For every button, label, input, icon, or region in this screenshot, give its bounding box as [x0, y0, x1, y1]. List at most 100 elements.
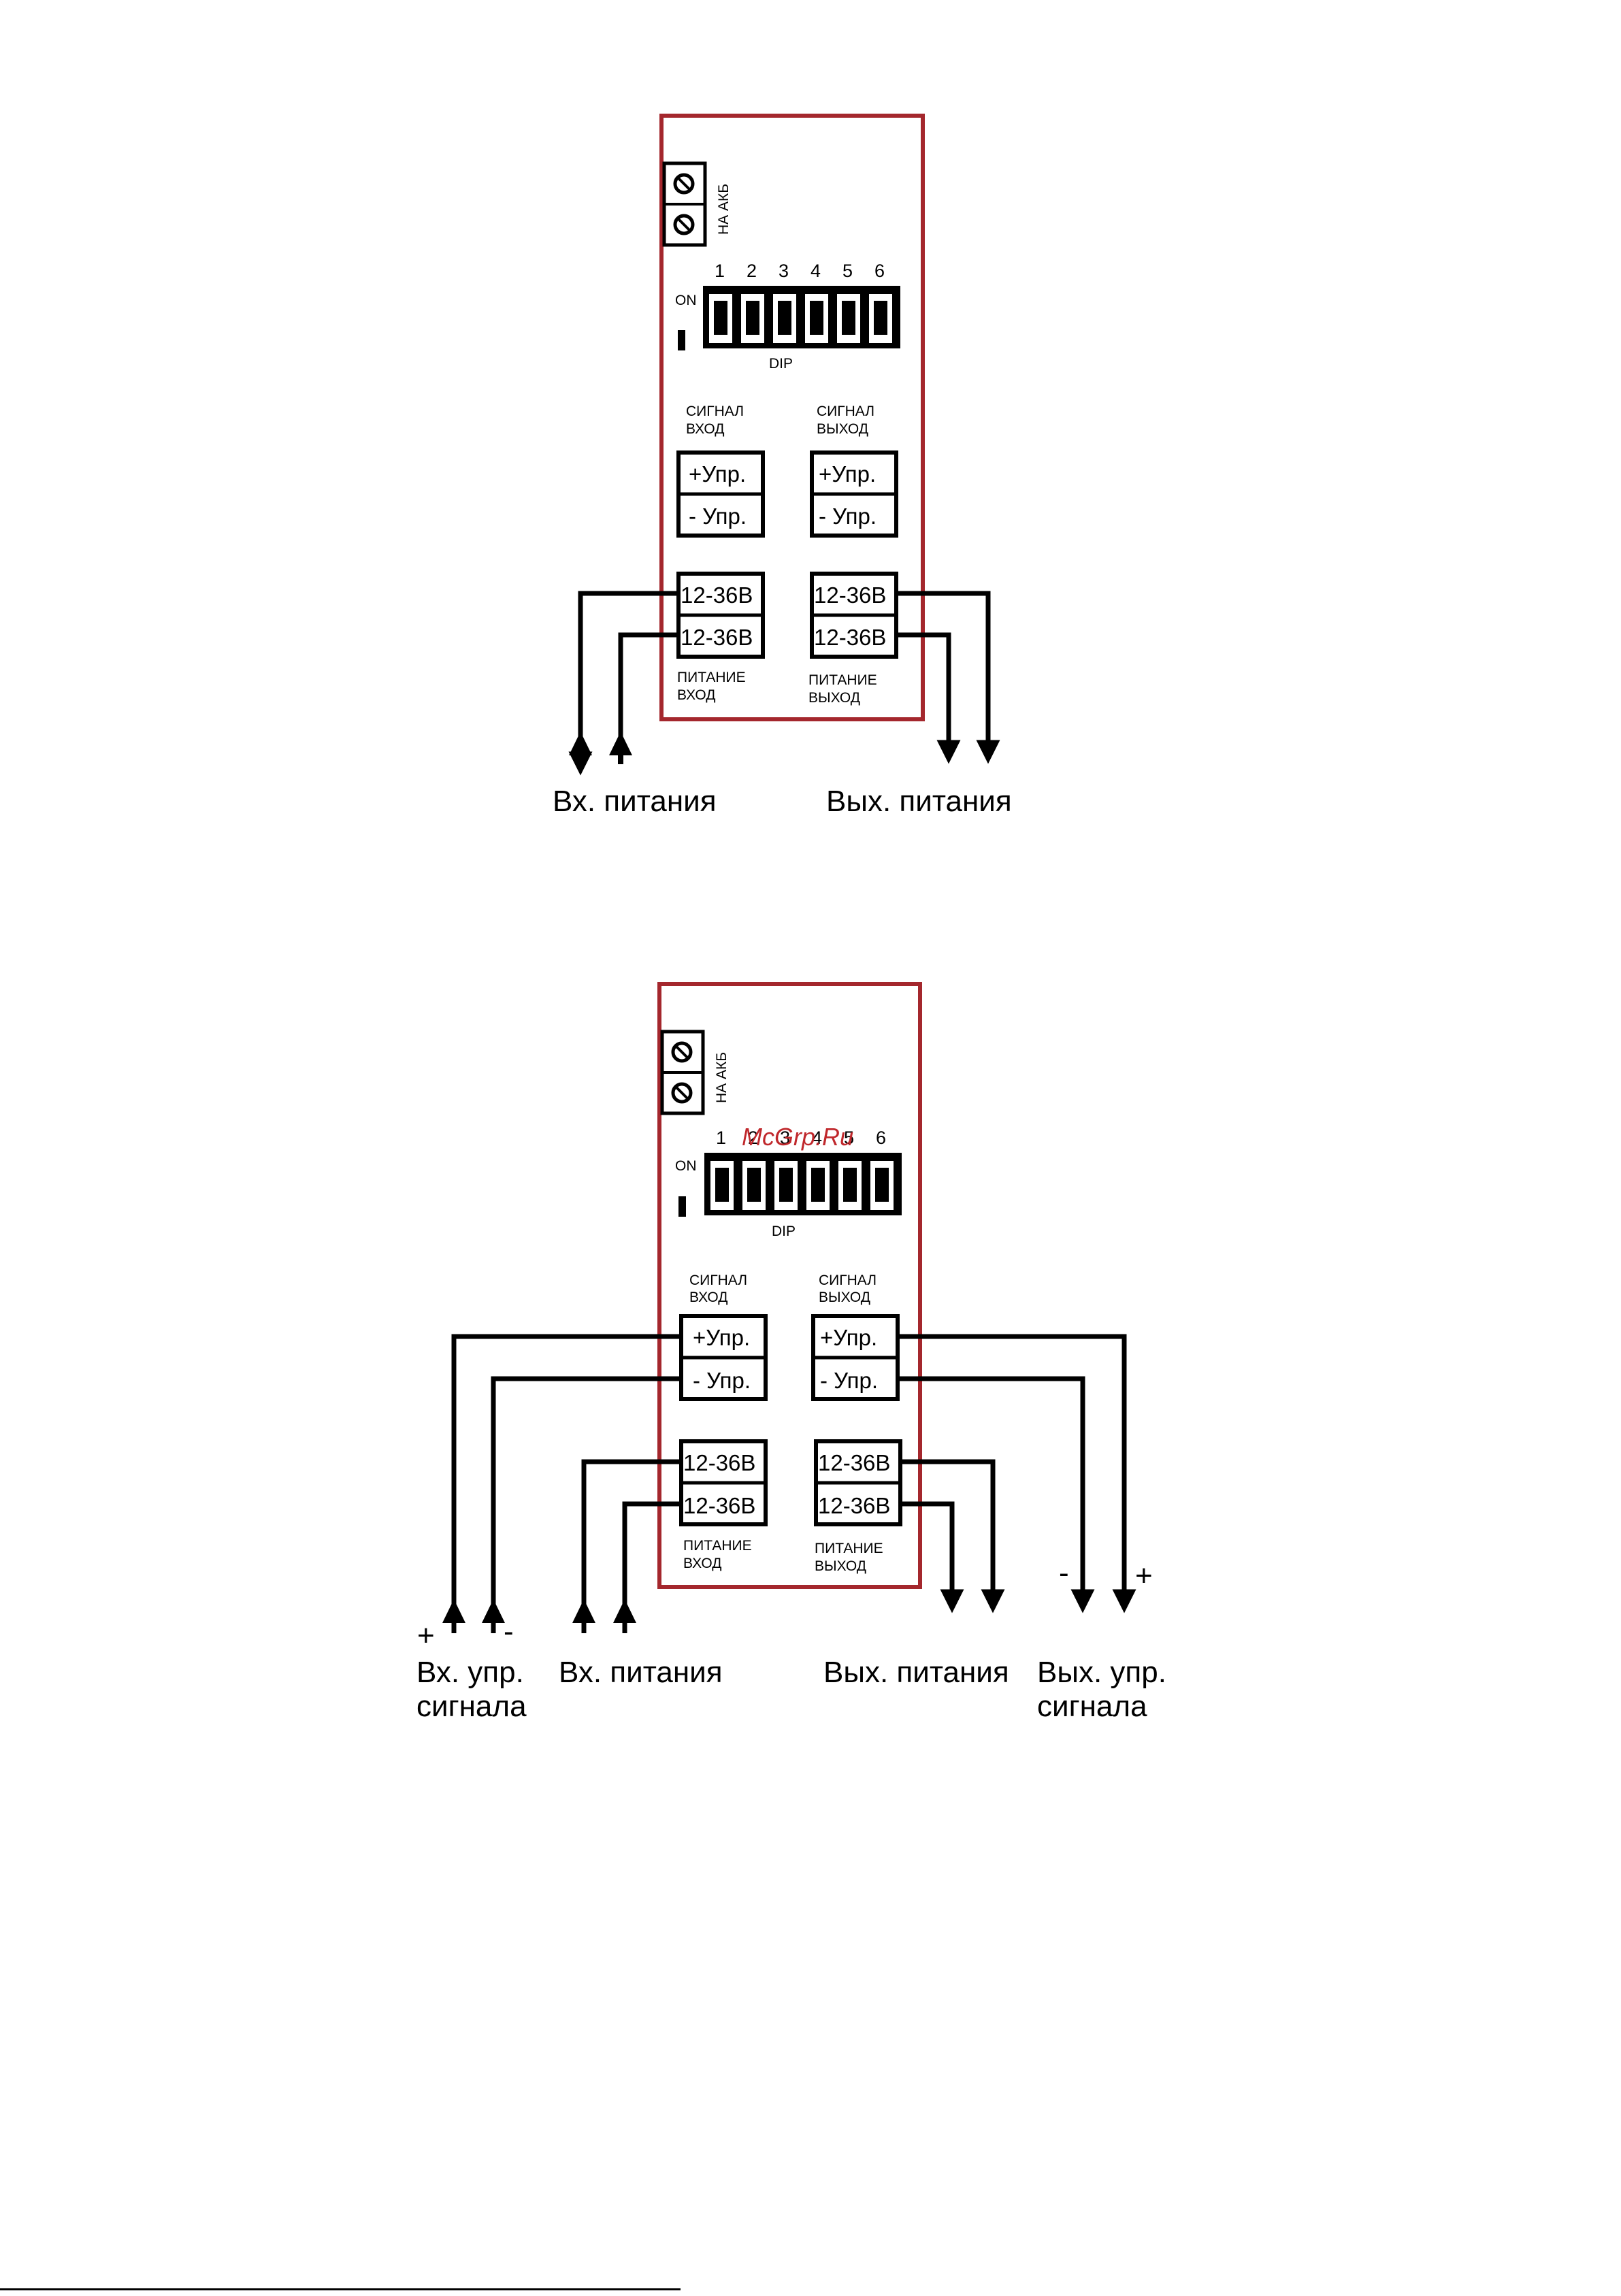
ctrl-plus-out-label: +Упр. — [820, 1325, 877, 1350]
power-out-wire — [900, 1501, 964, 1613]
sig-in-plus-sign: + — [417, 1619, 435, 1652]
dip-number: 3 — [780, 1128, 790, 1148]
power-in-label: ВХОД — [677, 687, 716, 703]
power-in-wire — [618, 632, 678, 764]
dip-switch: ON 1 2 3 4 5 6 — [675, 1128, 902, 1239]
battery-label: НА АКБ — [714, 1052, 730, 1103]
power-term-label: 12-36В — [681, 625, 753, 650]
dip-number: 1 — [716, 1128, 726, 1148]
signal-in-wire — [451, 1334, 681, 1633]
signal-in-terminal: +Упр. - Упр. — [679, 1314, 768, 1401]
dip-number: 3 — [779, 261, 789, 281]
power-term-label: 12-36В — [683, 1450, 755, 1475]
signal-out-caption: сигнала — [1037, 1690, 1147, 1723]
dip-on-label: ON — [675, 1158, 697, 1174]
signal-out-terminal: +Упр. - Упр. — [811, 1314, 900, 1401]
battery-terminal: НА АКБ — [660, 1030, 730, 1115]
signal-out-label: СИГНАЛ — [817, 404, 874, 419]
screw-icon — [671, 1082, 693, 1104]
power-term-label: 12-36В — [814, 625, 886, 650]
dip-number: 5 — [842, 261, 853, 281]
signal-out-caption: Вых. упр. — [1037, 1656, 1166, 1689]
ctrl-minus-out-label: - Упр. — [820, 1368, 878, 1393]
ctrl-minus-label: - Упр. — [689, 504, 747, 529]
diagram-2: НА АКБ ON 1 2 3 — [416, 982, 1166, 1723]
arrow-up-icon — [609, 732, 632, 755]
dip-label: DIP — [772, 1224, 796, 1239]
signal-out-wire — [898, 1376, 1095, 1613]
power-term-label: 12-36В — [814, 583, 886, 608]
ctrl-plus-label: +Упр. — [693, 1325, 750, 1350]
power-in-terminal: 12-36В 12-36В — [679, 1439, 768, 1526]
arrow-up-icon — [569, 732, 592, 755]
signal-in-label: СИГНАЛ — [686, 404, 744, 419]
power-out-wire — [896, 632, 961, 764]
battery-label: НА АКБ — [716, 184, 732, 235]
power-in-label: ПИТАНИЕ — [677, 670, 746, 685]
power-in-wire — [581, 1459, 681, 1633]
power-out-label: ПИТАНИЕ — [815, 1541, 883, 1556]
signal-in-label: ВХОД — [689, 1290, 728, 1305]
dip-on-label: ON — [675, 293, 697, 308]
signal-in-label: ВХОД — [686, 421, 725, 437]
diagram-1: НА АКБ ON 1 2 — [553, 114, 1012, 818]
dip-number: 4 — [810, 261, 821, 281]
screw-icon — [673, 173, 695, 195]
power-in-caption: Вх. питания — [553, 785, 717, 818]
power-in-caption: Вх. питания — [559, 1656, 723, 1689]
signal-out-label: ВЫХОД — [819, 1290, 870, 1305]
power-out-label: ПИТАНИЕ — [808, 672, 877, 688]
device-case — [659, 114, 925, 721]
watermark: McGrp.Ru — [742, 1123, 853, 1151]
power-out-terminal: 12-36В 12-36В — [810, 572, 898, 659]
device-case — [657, 982, 922, 1589]
power-out-terminal: 12-36В 12-36В — [814, 1439, 902, 1526]
sig-out-minus-sign: - — [1059, 1556, 1069, 1590]
power-in-label: ПИТАНИЕ — [683, 1538, 752, 1554]
sig-out-plus-sign: + — [1135, 1559, 1153, 1592]
power-in-wire — [622, 1501, 681, 1633]
sig-in-minus-sign: - — [504, 1615, 514, 1648]
signal-in-caption: сигнала — [416, 1690, 527, 1723]
arrow-up-icon — [442, 1599, 465, 1623]
signal-out-wire — [898, 1334, 1136, 1613]
power-term-label: 12-36В — [818, 1493, 890, 1518]
signal-in-terminal: +Упр. - Упр. — [676, 450, 765, 538]
signal-in-caption: Вх. упр. — [416, 1656, 524, 1689]
power-out-wire — [900, 1459, 1005, 1613]
dip-number: 4 — [812, 1128, 822, 1148]
signal-in-label: СИГНАЛ — [689, 1273, 747, 1288]
power-out-caption: Вых. питания — [823, 1656, 1009, 1689]
power-in-wire — [568, 591, 678, 776]
dip-number: 2 — [747, 261, 757, 281]
dip-number: 6 — [876, 1128, 886, 1148]
ctrl-minus-label: - Упр. — [693, 1368, 751, 1393]
signal-out-label: ВЫХОД — [817, 421, 868, 437]
signal-out-label: СИГНАЛ — [819, 1273, 877, 1288]
ctrl-plus-out-label: +Упр. — [819, 461, 876, 487]
dip-number: 2 — [748, 1128, 758, 1148]
power-out-label: ВЫХОД — [808, 690, 860, 706]
screw-icon — [673, 214, 695, 235]
power-term-label: 12-36В — [681, 583, 753, 608]
power-in-terminal: 12-36В 12-36В — [676, 572, 765, 659]
arrow-up-icon — [482, 1599, 505, 1623]
power-out-caption: Вых. питания — [826, 785, 1012, 818]
signal-out-terminal: +Упр. - Упр. — [810, 450, 898, 538]
screw-icon — [671, 1041, 693, 1063]
dip-number: 6 — [874, 261, 885, 281]
power-out-wire — [896, 591, 1000, 764]
power-out-label: ВЫХОД — [815, 1558, 866, 1574]
battery-terminal: НА АКБ — [662, 161, 732, 247]
ctrl-minus-out-label: - Упр. — [819, 504, 877, 529]
arrow-up-icon — [572, 1599, 595, 1623]
dip-label: DIP — [769, 356, 793, 372]
power-term-label: 12-36В — [818, 1450, 890, 1475]
dip-number: 5 — [844, 1128, 854, 1148]
arrow-up-icon — [613, 1599, 636, 1623]
power-in-label: ВХОД — [683, 1556, 722, 1571]
dip-number: 1 — [715, 261, 725, 281]
dip-switch: ON 1 2 3 4 5 6 — [675, 261, 900, 372]
